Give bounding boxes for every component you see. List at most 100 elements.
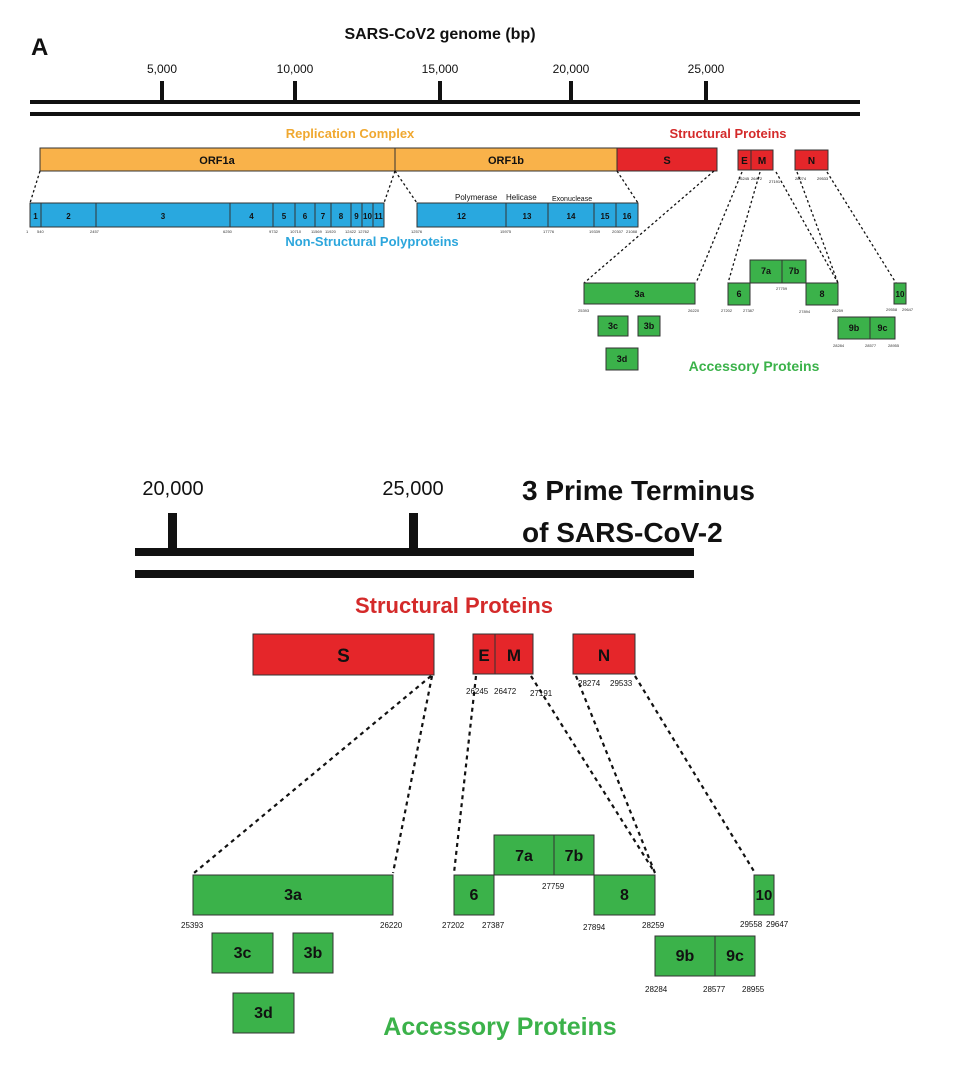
connector-line	[394, 170, 418, 204]
coord-label: 11920	[325, 229, 337, 234]
coord-label: 29533	[610, 679, 633, 688]
panel-b-title-line2: of SARS-CoV-2	[522, 517, 723, 548]
protein-10-label: 10	[756, 887, 773, 904]
coord-label: 28284	[645, 985, 668, 994]
protein-6-label: 6	[470, 887, 479, 904]
axis-tick	[168, 513, 177, 551]
nsp-label: 12	[457, 212, 466, 221]
protein-10-label: 10	[896, 290, 905, 299]
nsp-label: 9	[354, 212, 359, 221]
protein-3d-label: 3d	[617, 354, 628, 364]
coord-label: 27387	[482, 921, 505, 930]
s-box	[252, 633, 435, 676]
protein-3b-label: 3b	[644, 321, 655, 331]
coord-label: 540	[37, 229, 44, 234]
coord-label: 28284	[833, 343, 845, 348]
connector-line	[826, 171, 897, 284]
accessory-proteins-label: Accessory Proteins	[383, 1013, 616, 1041]
e-label: E	[478, 646, 489, 665]
axis-tick-label: 25,000	[688, 62, 725, 76]
coord-label: 28577	[865, 343, 877, 348]
protein-3d-box	[232, 992, 295, 1034]
protein-3c-box	[211, 932, 274, 974]
accessory-proteins-label: Accessory Proteins	[689, 358, 820, 374]
n-label: N	[808, 156, 815, 167]
coord-label: 26220	[688, 308, 700, 313]
protein-9c-label: 9c	[877, 323, 887, 333]
n-label: N	[598, 646, 610, 665]
coord-label: 19339	[589, 229, 601, 234]
coord-label: 27759	[542, 882, 565, 891]
protein-3c-label: 3c	[608, 321, 618, 331]
protein-9b-label: 9b	[676, 948, 695, 965]
coord-label: 20307	[612, 229, 624, 234]
nsp-box	[372, 202, 385, 228]
protein-3c-box	[597, 315, 629, 337]
nsp-label: 2	[66, 212, 71, 221]
connector-line	[574, 675, 657, 874]
protein-8-label: 8	[819, 289, 824, 299]
nsp-label: 3	[161, 212, 166, 221]
protein-9c-box	[714, 935, 756, 977]
protein-3d-label: 3d	[254, 1005, 273, 1022]
nsp-box	[615, 202, 639, 228]
nsp-box	[95, 202, 231, 228]
genome-axis-title: SARS-CoV2 genome (bp)	[344, 26, 535, 43]
axis-tick	[569, 81, 573, 102]
nsp-label: 6	[303, 212, 308, 221]
coord-label: 1	[26, 229, 29, 234]
n-box	[572, 633, 636, 675]
axis-tick-label: 25,000	[382, 478, 443, 500]
coord-label: 25393	[578, 308, 590, 313]
e-label: E	[741, 156, 748, 167]
axis-tick	[160, 81, 164, 102]
connector-line	[29, 170, 41, 204]
coord-label: 26245	[466, 687, 489, 696]
coord-label: 27191	[769, 179, 781, 184]
protein-3b-label: 3b	[304, 945, 323, 962]
coord-label: 17776	[543, 229, 555, 234]
polymerase-annotation: Polymerase	[455, 193, 498, 202]
coord-label: 27387	[743, 308, 755, 313]
connector-line	[391, 675, 434, 874]
s-label: S	[337, 646, 350, 667]
panel-a: A SARS-CoV2 genome (bp) 5,000 10,000 15,…	[26, 26, 914, 374]
coord-label: 27894	[799, 309, 811, 314]
protein-7a-label: 7a	[515, 848, 533, 865]
protein-7b-label: 7b	[789, 266, 800, 276]
m-label: M	[758, 156, 766, 167]
coord-label: 10710	[290, 229, 302, 234]
coord-label: 2457	[90, 229, 100, 234]
orf1a-label: ORF1a	[199, 155, 235, 167]
coord-label: 27191	[530, 689, 553, 698]
orf1b-label: ORF1b	[488, 155, 524, 167]
terminus-axis-line-top	[135, 548, 694, 556]
axis-tick	[704, 81, 708, 102]
connector-line	[775, 171, 839, 284]
axis-tick	[438, 81, 442, 102]
protein-3c-label: 3c	[234, 945, 252, 962]
nsp-label: 7	[321, 212, 326, 221]
helicase-annotation: Helicase	[506, 193, 537, 202]
accessory-group-b: 3a 3c 3b 3d 6 7a 7b 8 9b 9c 10 25393 262…	[181, 834, 789, 1034]
non-structural-label: Non-Structural Polyproteins	[285, 234, 458, 249]
axis-tick-label: 10,000	[277, 62, 314, 76]
connector-line	[616, 170, 639, 204]
protein-6-box	[453, 874, 495, 916]
coord-label: 29558	[886, 307, 898, 312]
protein-3b-box	[637, 315, 661, 337]
coord-label: 25393	[181, 921, 204, 930]
coord-label: 28955	[742, 985, 765, 994]
coord-label: 27759	[776, 286, 788, 291]
coord-label: 26220	[380, 921, 403, 930]
protein-7b-box	[781, 259, 807, 284]
connector-line	[583, 170, 715, 284]
protein-3a-label: 3a	[284, 887, 302, 904]
protein-9b-label: 9b	[849, 323, 860, 333]
nsp-box	[416, 202, 507, 228]
connector-line	[727, 171, 761, 284]
protein-6-label: 6	[736, 289, 741, 299]
coord-label: 27202	[721, 308, 733, 313]
axis-tick-label: 20,000	[142, 478, 203, 500]
